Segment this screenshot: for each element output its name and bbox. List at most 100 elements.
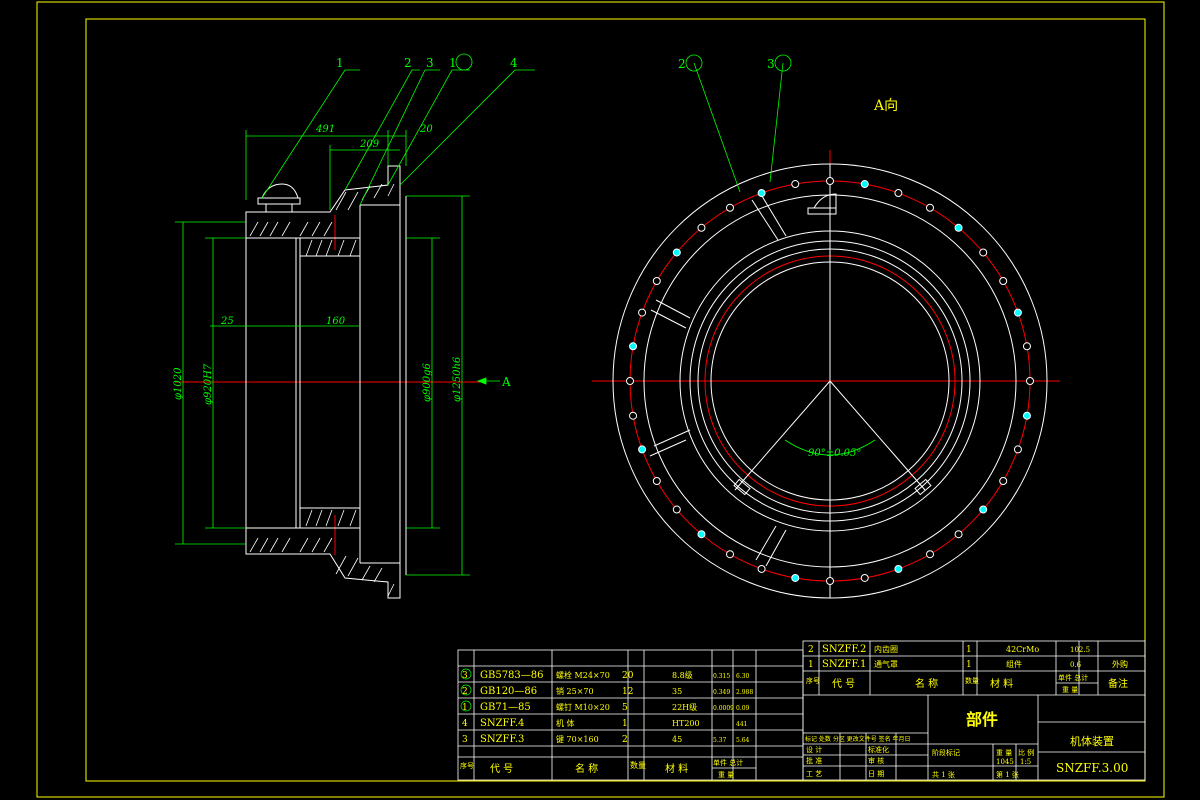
title-block-frame xyxy=(802,640,1146,781)
bolt-hole xyxy=(979,505,988,514)
bolt-hole xyxy=(860,573,869,582)
bolt-hole xyxy=(1013,308,1022,317)
bom-row-weight-total: 441 xyxy=(736,721,747,728)
bom-row-code: SNZFF.2 xyxy=(822,644,866,655)
bom-header-qty: 数量 xyxy=(630,760,646,770)
bolt-hole xyxy=(860,180,869,189)
bom-row-name: 螺钉 M10×20 xyxy=(556,702,610,712)
bolt-hole xyxy=(926,203,934,212)
bom-row-name: 销 25×70 xyxy=(556,686,594,696)
bom-row-no: 1 xyxy=(808,660,814,670)
dim-20: 20 xyxy=(419,124,433,135)
dim-160: 160 xyxy=(326,316,346,327)
label-weight: 重 量 xyxy=(996,749,1012,757)
bom-row-no: 1 xyxy=(462,703,468,713)
bolt-hole xyxy=(926,550,934,559)
end-view-a: 2 3 90°±0.05° A向 xyxy=(592,54,1060,599)
bolt-hole xyxy=(791,573,800,582)
bom-row-material: 组件 xyxy=(1006,659,1022,669)
bolt-hole xyxy=(672,248,681,257)
bolt-hole xyxy=(894,189,903,198)
bom-row-note: 外购 xyxy=(1112,659,1128,669)
bom-row-code: SNZFF.3 xyxy=(480,734,524,745)
bom-header-weight: 单件 总计 xyxy=(713,758,743,767)
bolt-hole xyxy=(638,308,647,317)
bom-row-material: 45 xyxy=(672,735,682,744)
bom-header-name: 名 称 xyxy=(915,677,938,690)
bolt-hole xyxy=(979,248,988,257)
bom-row-no: 4 xyxy=(462,719,468,729)
bom-header-code: 代 号 xyxy=(832,678,855,690)
bolt-hole xyxy=(791,180,800,189)
bolt-hole xyxy=(826,177,834,185)
leader-label-2: 2 xyxy=(404,56,412,70)
leader-label-1: 1 xyxy=(336,56,344,70)
leader-label-4: 4 xyxy=(510,56,518,70)
bom-row-qty: 1 xyxy=(622,719,628,729)
bolt-hole xyxy=(726,203,734,212)
bolt-hole xyxy=(697,530,706,539)
bolt-hole xyxy=(629,411,638,420)
dim-dia1250: φ1250h6 xyxy=(452,356,463,402)
bom-row-weight-total: 0.09 xyxy=(736,705,750,712)
label-standard: 标准化 xyxy=(868,745,889,754)
dim-209: 209 xyxy=(359,139,380,150)
weight-value: 1045 xyxy=(996,758,1014,766)
label-process: 工 艺 xyxy=(806,770,822,778)
angle-dim: 90°±0.05° xyxy=(808,448,861,459)
bom-header-note: 备注 xyxy=(1108,677,1128,690)
bolt-hole xyxy=(894,564,903,573)
bom-row-code: GB71—85 xyxy=(480,702,531,713)
bom-row-weight-unit: 0.349 xyxy=(713,689,730,696)
label-scale: 比 例 xyxy=(1018,748,1034,757)
dim-dia1020: φ1020 xyxy=(173,367,184,400)
bom-row-qty: 20 xyxy=(622,671,634,681)
label-check: 审 核 xyxy=(868,756,884,765)
bolt-hole xyxy=(954,530,963,539)
label-sheets: 共 1 张 xyxy=(932,770,955,779)
bom-row-weight-unit: 0.315 xyxy=(713,673,730,680)
bom-header-weight-sub: 重 量 xyxy=(718,771,734,779)
part-type: 部件 xyxy=(966,710,998,729)
bom-row-qty: 5 xyxy=(622,703,628,713)
bom-row-weight-total: 6.30 xyxy=(736,673,750,680)
bolt-hole xyxy=(826,577,834,585)
dim-491: 491 xyxy=(315,124,335,135)
title-block-text: 部件 机体装置 SNZFF.3.00 标记 处数 分区 更改文件号 签名 年月日… xyxy=(805,710,1128,779)
scale-value: 1:5 xyxy=(1020,758,1031,766)
side-section-view: 491 20 209 25 160 φ1020 φ920H7 φ900g6 φ1… xyxy=(173,53,535,599)
bom-row-material: 22H级 xyxy=(672,702,697,712)
drawing-frame xyxy=(36,1,1165,798)
bom-row-no: 2 xyxy=(462,687,468,697)
bom-row-name: 螺栓 M24×70 xyxy=(556,670,610,680)
bolt-hole xyxy=(1013,445,1022,454)
bom-row-weight-unit: 0.6 xyxy=(1070,661,1082,669)
bom-row-material: HT200 xyxy=(672,719,700,728)
bom-row-weight-total: 5.64 xyxy=(736,737,750,744)
bom-header-name: 名 称 xyxy=(575,762,598,775)
view-arrow-label: A xyxy=(501,375,511,389)
bom-row-code: GB120—86 xyxy=(480,686,537,697)
leader-label-1b: 1 xyxy=(449,56,457,70)
end-leader-label-2: 2 xyxy=(678,57,686,71)
end-leader-label-3: 3 xyxy=(767,57,775,71)
label-sheet-no: 第 1 张 xyxy=(996,770,1019,779)
bom-row-material: 35 xyxy=(672,687,682,696)
bom-row-code: SNZFF.1 xyxy=(822,659,866,670)
bolt-hole xyxy=(1026,377,1034,385)
bolt-hole xyxy=(652,477,661,485)
bom-row-name: 键 70×160 xyxy=(556,734,599,744)
bom-header-weight-sub: 重 量 xyxy=(1062,686,1078,694)
bom-row-weight-total: 2.988 xyxy=(736,689,753,696)
bom-row-name: 内齿圈 xyxy=(874,644,898,654)
dim-25: 25 xyxy=(220,316,234,327)
bom-header-mat: 材 料 xyxy=(665,762,688,775)
bolt-hole xyxy=(672,505,681,514)
bolt-hole xyxy=(638,445,647,454)
bom-row-code: GB5783—86 xyxy=(480,670,544,681)
bolt-hole xyxy=(1022,342,1031,351)
bom-row-name: 通气罩 xyxy=(874,659,898,669)
bom-row-weight-unit: 102.5 xyxy=(1070,646,1090,654)
bom-row-qty: 12 xyxy=(622,687,633,697)
